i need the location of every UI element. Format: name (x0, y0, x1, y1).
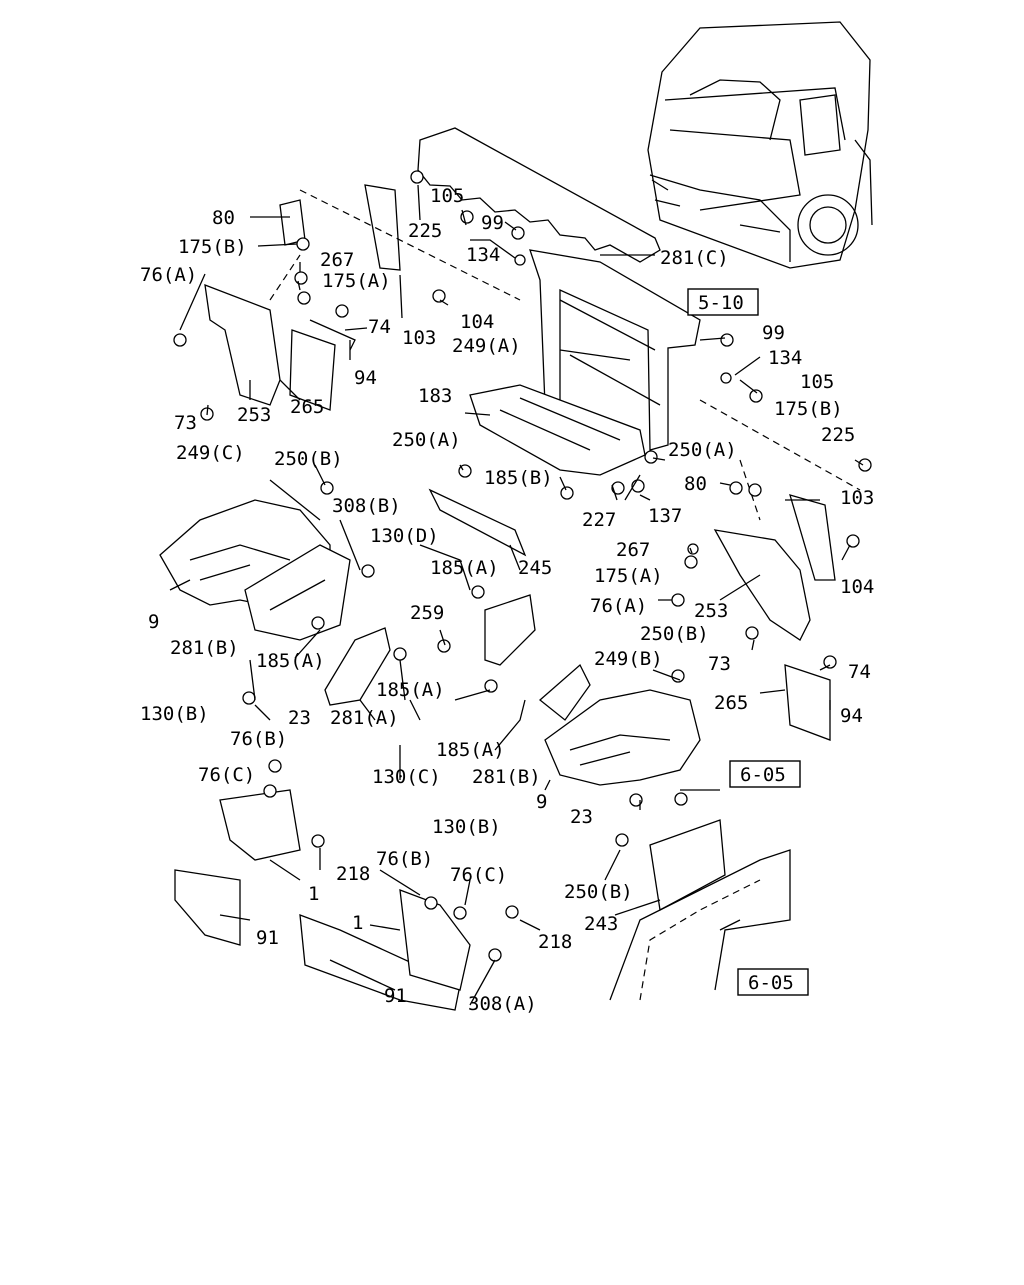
callout: 250(B) (274, 448, 343, 470)
ref-label-6-05-upper: 6-05 (740, 764, 786, 786)
ref-label-5-10: 5-10 (698, 292, 744, 314)
ref-box-5-10 (687, 288, 759, 316)
callout: 104 (460, 311, 494, 333)
callout: 225 (821, 424, 855, 446)
callout: 130(B) (140, 703, 209, 725)
callout: 76(A) (590, 595, 647, 617)
left-mudguard-illustration (159, 499, 351, 641)
callout: 267 (320, 249, 354, 271)
callout: 185(B) (484, 467, 553, 489)
callout: 175(B) (774, 398, 843, 420)
callout: 105 (430, 185, 464, 207)
callout: 259 (410, 602, 444, 624)
callout: 249(C) (176, 442, 245, 464)
ref-label-6-05-lower: 6-05 (748, 972, 794, 994)
callout: 281(C) (660, 247, 729, 269)
callout: 103 (840, 487, 874, 509)
callout: 9 (148, 611, 159, 633)
callout: 91 (384, 985, 407, 1007)
callout: 225 (408, 220, 442, 242)
callout: 253 (237, 404, 271, 426)
callout: 245 (518, 557, 552, 579)
callout: 227 (582, 509, 616, 531)
callout: 74 (848, 661, 871, 683)
callout: 134 (768, 347, 802, 369)
reference-boxes (687, 288, 809, 996)
callout: 185(A) (430, 557, 499, 579)
callout: 308(A) (468, 993, 537, 1015)
callout: 250(B) (640, 623, 709, 645)
lower-right-panel-illustration (609, 819, 791, 1001)
callout: 103 (402, 327, 436, 349)
callout: 250(A) (668, 439, 737, 461)
fasteners (173, 170, 872, 962)
callout: 281(B) (472, 766, 541, 788)
ref-box-6-05-lower (737, 968, 809, 996)
callout: 76(A) (140, 264, 197, 286)
callout: 265 (290, 396, 324, 418)
callout: 80 (684, 473, 707, 495)
callout: 185(A) (376, 679, 445, 701)
callout: 218 (538, 931, 572, 953)
callout: 253 (694, 600, 728, 622)
left-mudflap-bracket-illustration (204, 184, 521, 411)
callout: 94 (840, 705, 863, 727)
callout: 185(A) (256, 650, 325, 672)
callout: 76(C) (450, 864, 507, 886)
callout: 218 (336, 863, 370, 885)
callout: 23 (288, 707, 311, 729)
callout: 76(C) (198, 764, 255, 786)
callout: 9 (536, 791, 547, 813)
truck-cab-illustration (647, 21, 873, 269)
callout: 281(B) (170, 637, 239, 659)
callout: 23 (570, 806, 593, 828)
callout: 99 (762, 322, 785, 344)
callout: 249(A) (452, 335, 521, 357)
callout: 76(B) (230, 728, 287, 750)
bracket-281c-illustration (417, 127, 661, 263)
callout: 281(A) (330, 707, 399, 729)
callout: 99 (481, 212, 504, 234)
callout: 74 (368, 316, 391, 338)
callout-labels: 80 175(B) 76(A) 267 175(A) 225 105 99 13… (140, 185, 874, 1015)
lower-center-mudflap-illustration (299, 889, 471, 1011)
callout: 183 (418, 385, 452, 407)
callout: 130(B) (432, 816, 501, 838)
callout: 308(B) (332, 495, 401, 517)
callout: 80 (212, 207, 235, 229)
callout: 185(A) (436, 739, 505, 761)
lower-left-mudflap-illustration (174, 789, 301, 946)
right-mudguard-illustration (538, 663, 701, 786)
callout: 175(A) (594, 565, 663, 587)
callout: 130(C) (372, 766, 441, 788)
bracket-183-illustration (469, 384, 646, 476)
callout: 134 (466, 244, 500, 266)
callout: 1 (308, 883, 319, 905)
callout: 104 (840, 576, 874, 598)
callout: 267 (616, 539, 650, 561)
callout: 250(A) (392, 429, 461, 451)
callout: 249(B) (594, 648, 663, 670)
callout: 91 (256, 927, 279, 949)
bracket-281a-illustration (324, 488, 536, 706)
callout: 73 (708, 653, 731, 675)
callout: 76(B) (376, 848, 433, 870)
callout: 94 (354, 367, 377, 389)
callout: 1 (352, 912, 363, 934)
callout: 175(A) (322, 270, 391, 292)
callout: 265 (714, 692, 748, 714)
callout: 175(B) (178, 236, 247, 258)
right-mudflap-bracket-illustration (699, 399, 861, 741)
callout: 250(B) (564, 881, 633, 903)
callout: 105 (800, 371, 834, 393)
callout: 73 (174, 412, 197, 434)
callout: 130(D) (370, 525, 439, 547)
callout: 137 (648, 505, 682, 527)
leader-lines (169, 184, 864, 1006)
callout: 243 (584, 913, 618, 935)
ref-box-6-05-upper (729, 760, 801, 788)
